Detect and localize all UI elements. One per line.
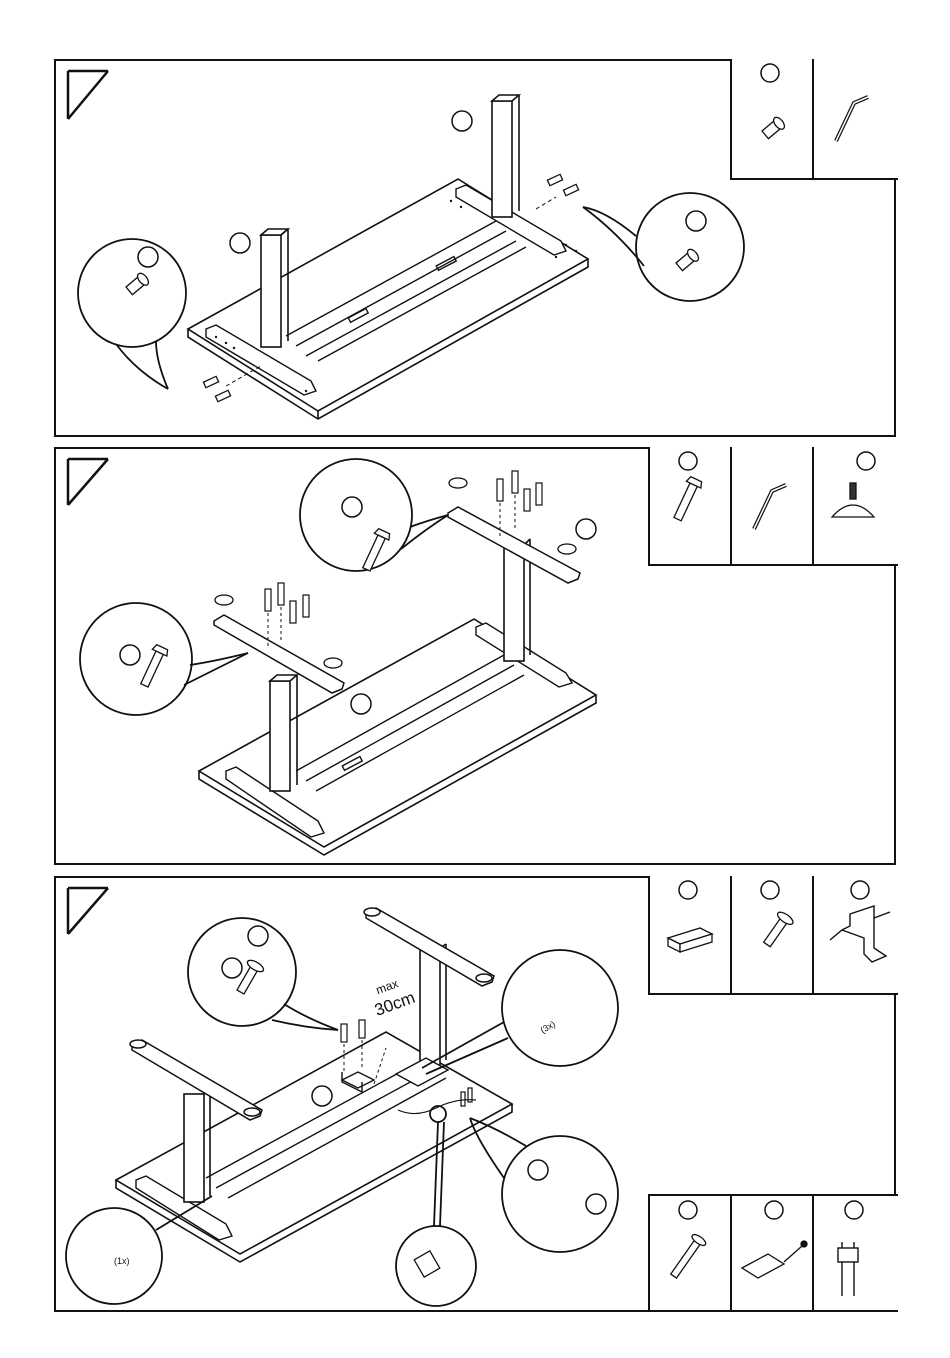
detail-bubble-topleft bbox=[188, 918, 338, 1030]
leveling-foot-icon bbox=[832, 483, 874, 517]
callout-number-circle bbox=[761, 881, 779, 899]
callout-number-circle bbox=[452, 111, 472, 131]
motor-count-left: (1x) bbox=[114, 1256, 130, 1266]
part-cell bbox=[814, 1196, 898, 1310]
detail-bubble-bottomright bbox=[470, 1118, 618, 1252]
callout-number-circle bbox=[576, 519, 596, 539]
mounting-bracket-icon bbox=[830, 906, 890, 940]
step-marker-icon bbox=[68, 71, 108, 119]
callout-number-circle bbox=[851, 881, 869, 899]
part-cell bbox=[732, 1196, 814, 1310]
callout-number-circle bbox=[845, 1201, 863, 1219]
step-marker-icon bbox=[68, 888, 108, 934]
step-2-parts-box bbox=[648, 447, 898, 566]
callout-number-circle bbox=[765, 1201, 783, 1219]
cable-clip-icon bbox=[838, 1242, 858, 1296]
step-3-parts-box-bottom bbox=[648, 1194, 898, 1312]
step-3-parts-box-top bbox=[648, 876, 898, 995]
part-cell bbox=[650, 447, 732, 564]
wood-screw-icon bbox=[760, 910, 795, 950]
part-cell bbox=[650, 876, 732, 993]
part-cell bbox=[814, 876, 898, 993]
part-cell bbox=[650, 1196, 732, 1310]
step-1-panel bbox=[54, 59, 896, 437]
hex-key-icon bbox=[754, 485, 786, 529]
callout-number-circle bbox=[761, 64, 779, 82]
callout-number-circle bbox=[679, 881, 697, 899]
callout-number-circle bbox=[230, 233, 250, 253]
wood-screw-long-icon bbox=[667, 1233, 707, 1281]
callout-number-circle bbox=[679, 1201, 697, 1219]
detail-bubble-right bbox=[583, 193, 744, 301]
detail-bubble-left bbox=[78, 239, 186, 389]
column-right bbox=[492, 95, 519, 217]
step-1-parts-box bbox=[730, 59, 898, 180]
callout-number-circle bbox=[679, 452, 697, 470]
callout-number-circle bbox=[857, 452, 875, 470]
control-box-icon bbox=[668, 928, 712, 952]
step-marker-icon bbox=[68, 459, 108, 505]
countersunk-bolt-icon bbox=[670, 476, 703, 523]
step-3-panel: max 30cm (3x) (1x) bbox=[54, 876, 896, 1312]
hex-key-icon bbox=[836, 97, 868, 141]
part-cell bbox=[814, 59, 898, 178]
handset-controller-icon bbox=[742, 1241, 807, 1278]
part-cell bbox=[732, 447, 814, 564]
part-cell bbox=[732, 59, 814, 178]
part-cell bbox=[732, 876, 814, 993]
shoulder-bolt-icon bbox=[761, 115, 787, 140]
table-top bbox=[188, 179, 588, 419]
step-2-panel bbox=[54, 447, 896, 865]
part-cell bbox=[814, 447, 898, 564]
